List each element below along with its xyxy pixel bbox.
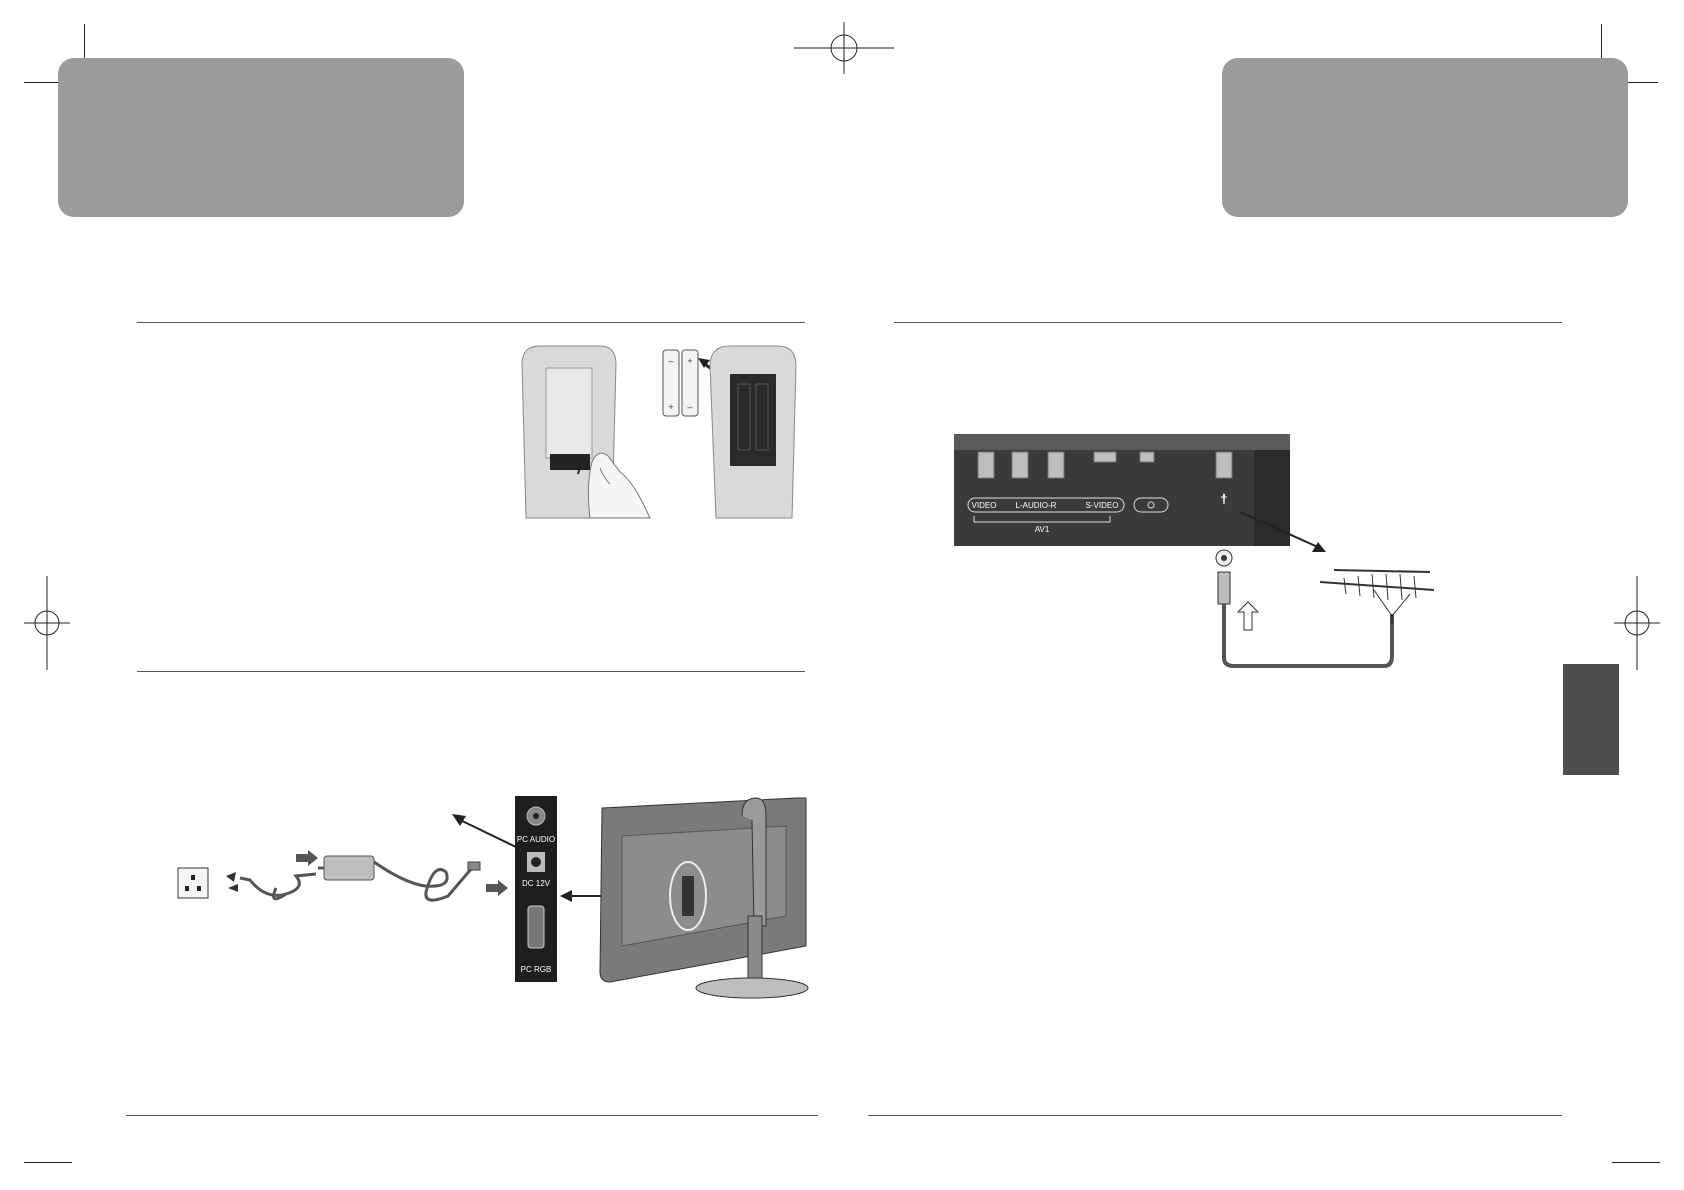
crop-mark xyxy=(1601,24,1602,78)
footer-rule xyxy=(868,1115,1562,1116)
footer-rule xyxy=(126,1115,818,1116)
video-label: VIDEO xyxy=(972,501,997,510)
av1-label: AV1 xyxy=(1035,525,1050,534)
audio-label: L-AUDIO-R xyxy=(1016,501,1057,510)
crop-mark xyxy=(24,1162,72,1163)
svg-text:+: + xyxy=(668,402,673,412)
svideo-label: S-VIDEO xyxy=(1086,501,1119,510)
registration-mark-left xyxy=(24,576,70,670)
svg-text:–: – xyxy=(687,402,692,412)
header-panel-left xyxy=(58,58,464,217)
svg-text:+: + xyxy=(687,356,692,366)
crop-mark xyxy=(1612,1162,1660,1163)
power-connection-illustration: PC AUDIO DC 12V PC RGB xyxy=(177,796,809,999)
svg-text:ϯ: ϯ xyxy=(1221,491,1227,507)
dc12v-label: DC 12V xyxy=(522,879,551,888)
registration-mark-right xyxy=(1614,576,1660,670)
remote-battery-illustration: + – – + xyxy=(521,345,797,519)
section-rule xyxy=(894,322,1562,323)
antenna-connection-illustration: VIDEO L-AUDIO-R S-VIDEO AV1 ϯ xyxy=(954,434,1435,668)
section-tab xyxy=(1563,664,1619,775)
section-rule xyxy=(137,671,805,672)
crop-mark xyxy=(24,82,78,83)
crop-mark xyxy=(84,24,85,78)
pc-audio-label: PC AUDIO xyxy=(517,835,555,844)
svg-text:–: – xyxy=(668,356,673,366)
registration-mark-top xyxy=(794,22,894,74)
pc-rgb-label: PC RGB xyxy=(521,965,552,974)
crop-mark xyxy=(1612,82,1658,83)
section-rule xyxy=(137,322,805,323)
header-panel-right xyxy=(1222,58,1628,217)
